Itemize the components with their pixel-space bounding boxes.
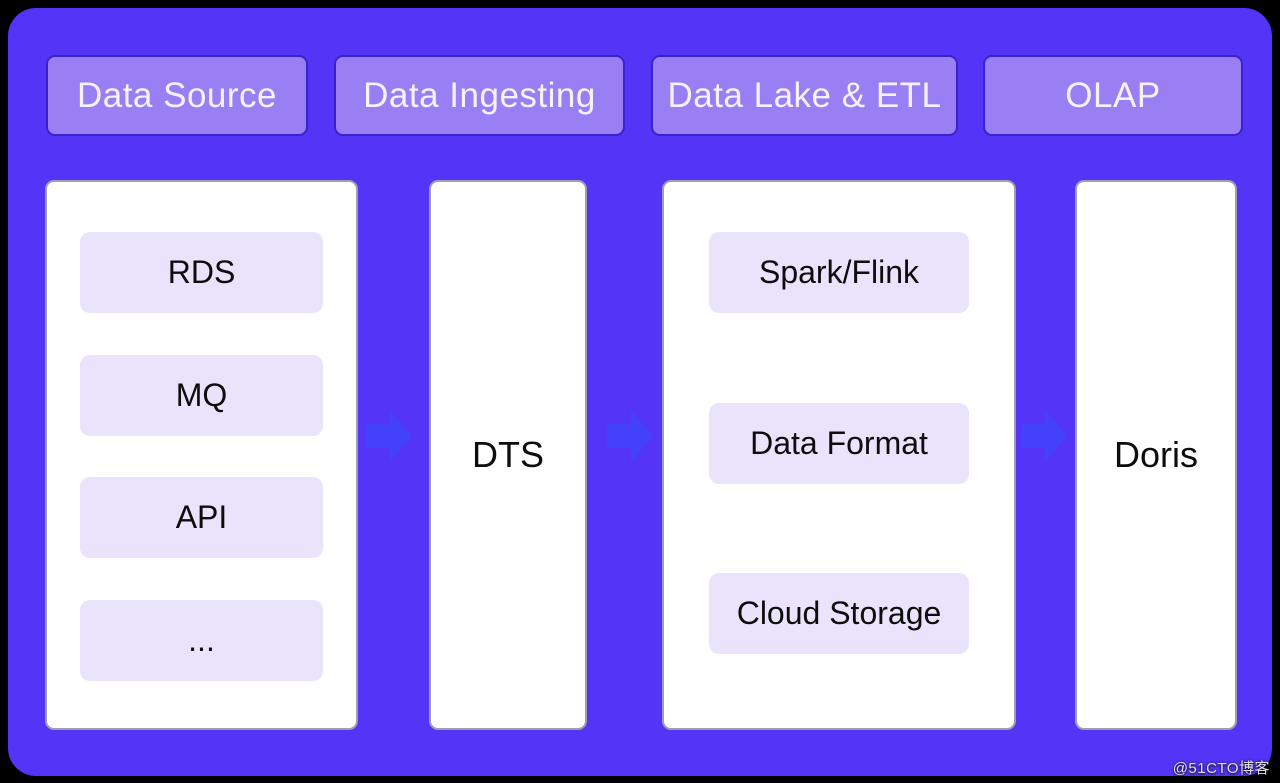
flow-arrow-icon: [607, 410, 653, 462]
stage-header-label: Data Lake & ETL: [667, 75, 942, 115]
chip-list: RDS MQ API ...: [47, 182, 356, 728]
flow-arrow-icon: [366, 410, 412, 462]
stage-header-olap: OLAP: [983, 55, 1243, 136]
column-olap: Doris: [1075, 180, 1237, 730]
column-data-ingesting: DTS: [429, 180, 587, 730]
stage-header-label: OLAP: [1065, 75, 1161, 115]
stage-header-data-ingesting: Data Ingesting: [334, 55, 625, 136]
stage-header-data-lake-etl: Data Lake & ETL: [651, 55, 958, 136]
column-data-source: RDS MQ API ...: [45, 180, 358, 730]
stage-header-data-source: Data Source: [46, 55, 308, 136]
column-data-lake-etl: Spark/Flink Data Format Cloud Storage: [662, 180, 1016, 730]
flow-arrow-icon: [1021, 410, 1067, 462]
column-label-doris: Doris: [1113, 434, 1198, 475]
chip-mq: MQ: [80, 354, 323, 436]
chip-data-format: Data Format: [709, 402, 969, 484]
stage-header-label: Data Source: [76, 75, 278, 115]
chip-list: Spark/Flink Data Format Cloud Storage: [664, 182, 1014, 728]
chip-ellipsis: ...: [80, 599, 323, 681]
chip-rds: RDS: [80, 232, 323, 313]
chip-spark-flink: Spark/Flink: [709, 232, 969, 313]
chip-api: API: [80, 477, 323, 559]
watermark: @51CTO博客: [1172, 760, 1270, 777]
column-label-dts: DTS: [472, 434, 544, 475]
stage-header-label: Data Ingesting: [363, 75, 596, 115]
chip-cloud-storage: Cloud Storage: [709, 573, 969, 654]
